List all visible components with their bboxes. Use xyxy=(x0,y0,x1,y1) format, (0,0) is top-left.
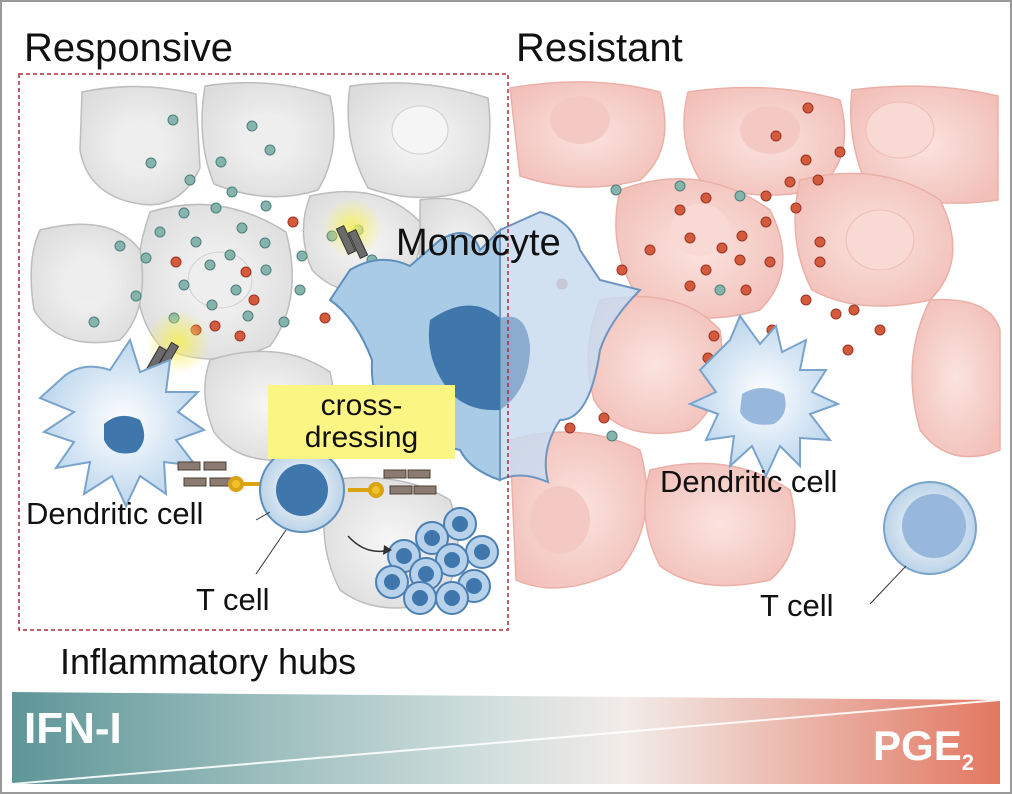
dendritic-cell-right xyxy=(687,313,841,479)
pge-text: PGE xyxy=(873,722,962,769)
synapse-links xyxy=(177,461,437,498)
dc-label-pointer xyxy=(255,511,271,521)
dendritic-cell-left-label: Dendritic cell xyxy=(26,496,204,531)
ifn-label: IFN-I xyxy=(24,704,122,753)
dendritic-cell-right-label: Dendritic cell xyxy=(660,464,838,499)
t-cell-cluster xyxy=(347,507,499,615)
resistant-tissue xyxy=(509,81,1001,589)
receptor-glows xyxy=(140,198,382,383)
pge2-label: PGE2 xyxy=(873,722,974,776)
inflammatory-hubs-label: Inflammatory hubs xyxy=(60,641,357,682)
cross-dressing-highlight xyxy=(268,385,455,459)
inflammatory-hub-box xyxy=(18,73,509,631)
gradient-bar xyxy=(12,692,1000,784)
monocyte xyxy=(328,210,642,484)
t-cell-left-label: T cell xyxy=(196,582,270,617)
cross-dressing-line1: cross- xyxy=(320,389,403,422)
resistant-title: Resistant xyxy=(516,26,683,70)
cross-dressing-label: cross- dressing xyxy=(268,390,455,454)
cross-dressing-line2: dressing xyxy=(304,421,419,454)
pge-subscript: 2 xyxy=(961,750,974,775)
t-cell-right xyxy=(869,481,977,605)
monocyte-label: Monocyte xyxy=(396,222,561,264)
responsive-title: Responsive xyxy=(24,26,234,70)
dendritic-cell-left xyxy=(38,337,207,509)
t-cell-right-label: T cell xyxy=(760,588,834,623)
